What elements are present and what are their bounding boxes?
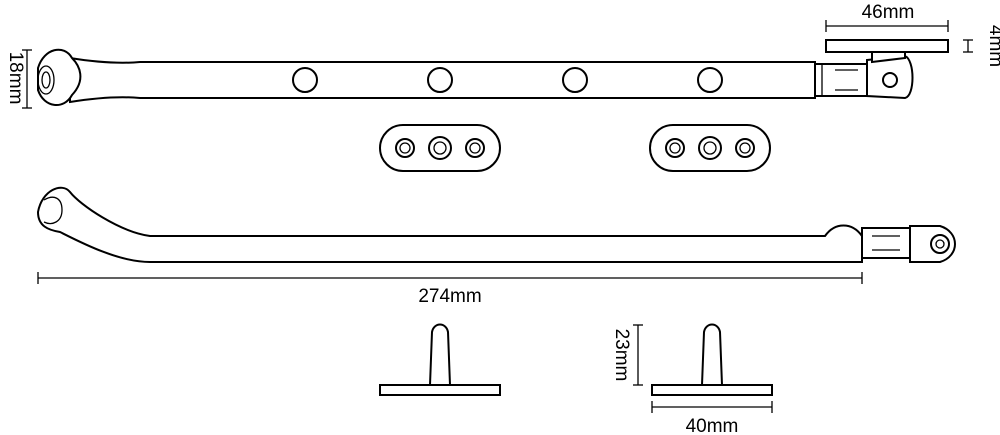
keeper-plate-right [649, 124, 771, 172]
svg-text:274mm: 274mm [418, 286, 481, 307]
dimension-pin-plate-width: 40mm [651, 401, 773, 435]
pin-right [651, 323, 773, 396]
dimension-width-top: 46mm [825, 2, 949, 32]
svg-text:18mm: 18mm [5, 52, 26, 105]
svg-text:40mm: 40mm [686, 416, 739, 435]
stay-arm-side-view [36, 186, 956, 263]
keeper-plate-left [379, 124, 501, 172]
svg-text:23mm: 23mm [611, 329, 632, 382]
svg-text:46mm: 46mm [862, 2, 915, 23]
dimension-pin-height: 23mm [611, 324, 643, 386]
dimension-plate-thickness: 4mm [963, 25, 1000, 67]
dimension-knob-height: 18mm [5, 49, 32, 109]
stay-arm-top-view [37, 39, 949, 106]
svg-text:4mm: 4mm [985, 25, 1000, 67]
pin-left [379, 323, 501, 396]
dimension-arm-length: 274mm [37, 272, 863, 307]
